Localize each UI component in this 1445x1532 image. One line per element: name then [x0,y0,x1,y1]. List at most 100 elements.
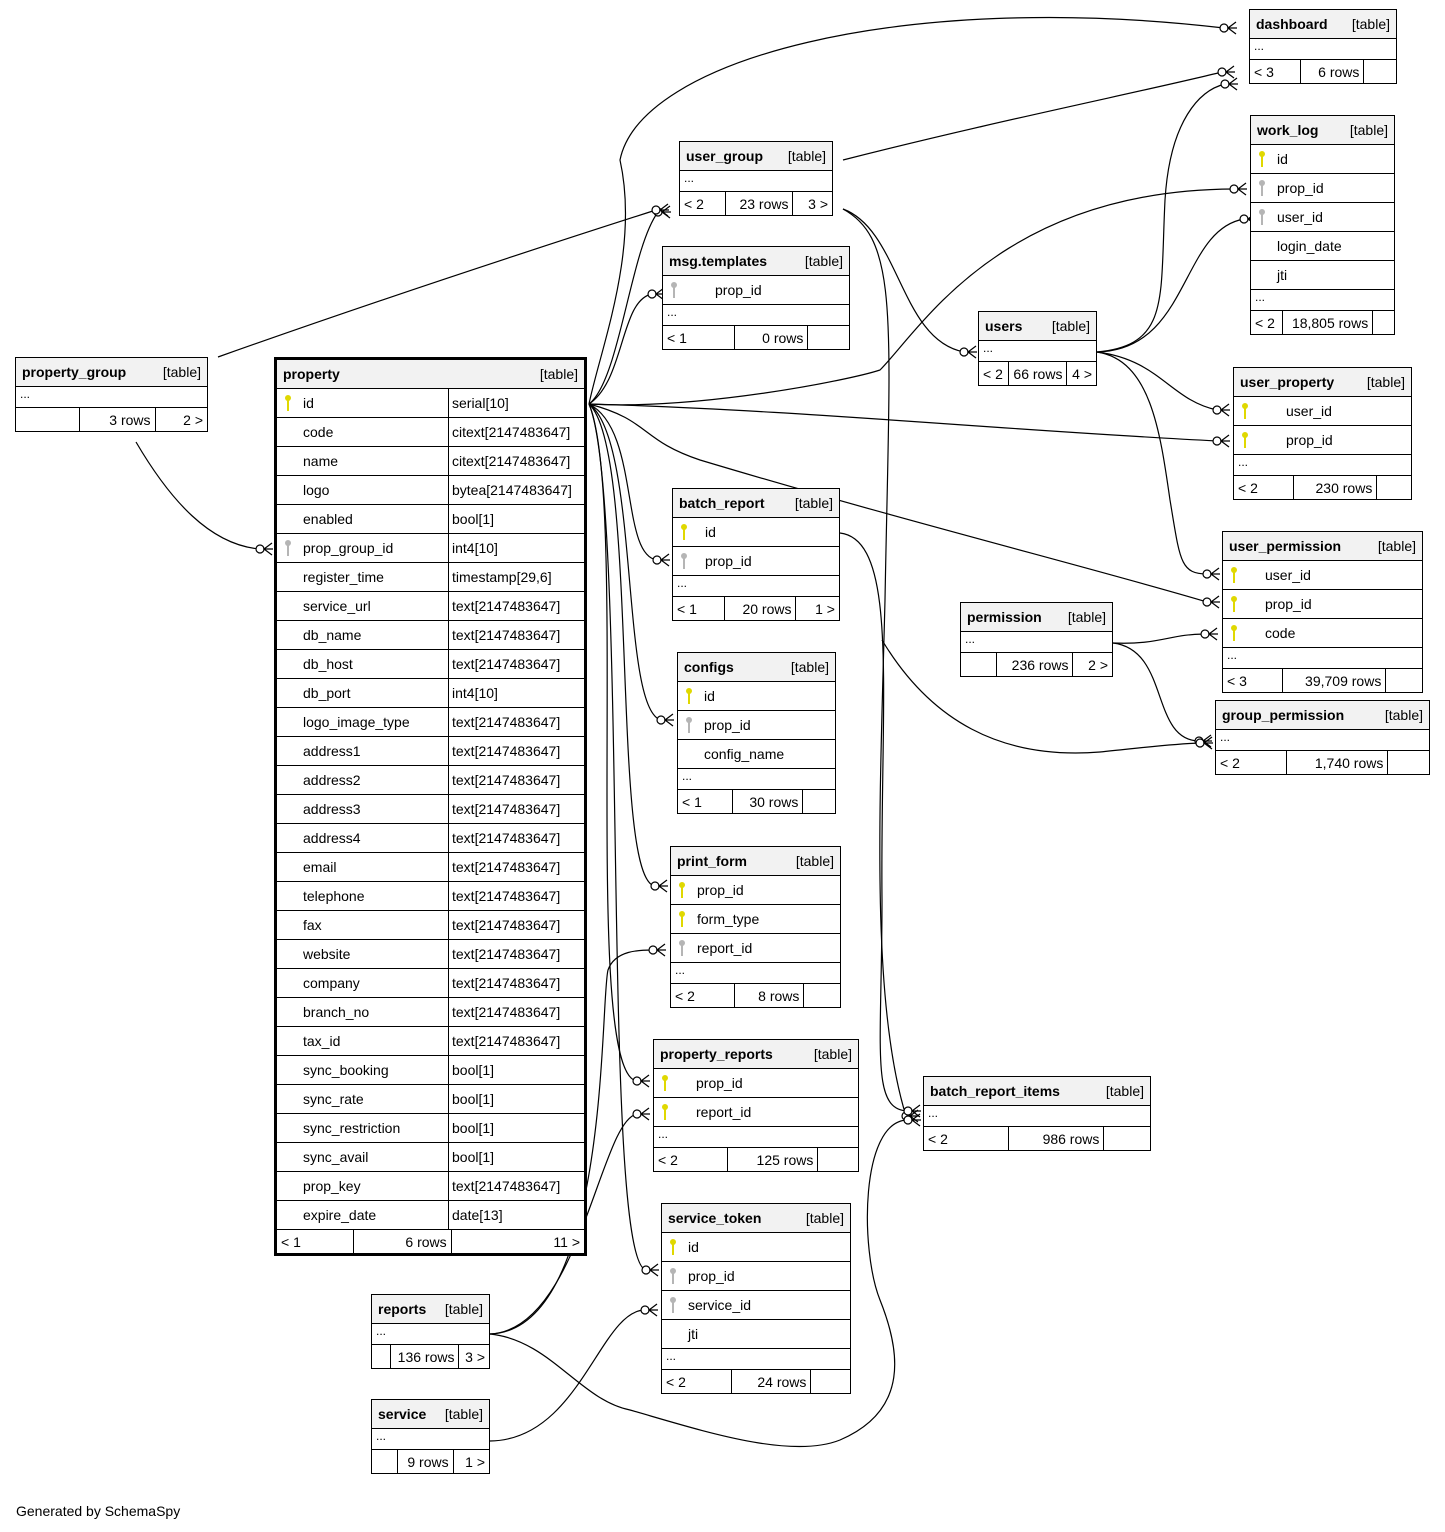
child-count[interactable] [1104,1127,1150,1150]
column-row[interactable]: user_id [1251,203,1394,232]
column-row[interactable]: code [1223,619,1422,648]
column-row[interactable]: id [662,1233,850,1262]
table-name[interactable]: users [985,318,1023,334]
table-name[interactable]: permission [967,609,1042,625]
child-count[interactable]: 11 > [553,1233,580,1250]
column-row[interactable]: report_id [654,1098,858,1127]
parent-count[interactable]: < 1 [678,790,734,813]
column-row[interactable]: prop_id [654,1069,858,1098]
parent-count[interactable]: < 2 [654,1148,729,1171]
parent-count[interactable]: < 1 [673,597,726,620]
parent-count[interactable]: < 2 [924,1127,1010,1150]
column-row[interactable]: prop_id [1223,590,1422,619]
parent-count[interactable]: < 3 [1223,669,1284,692]
table-name[interactable]: work_log [1257,122,1319,138]
column-row[interactable]: prop_id [671,876,840,905]
child-count[interactable] [1386,669,1422,692]
child-count[interactable] [811,1370,850,1393]
column-row[interactable]: prop_id [678,711,835,740]
parent-count[interactable] [16,408,81,431]
parent-count[interactable]: < 2 [1251,311,1283,334]
table-name[interactable]: user_group [686,148,764,164]
parent-count[interactable]: < 1 [277,1230,354,1253]
column-row[interactable]: config_name [678,740,835,769]
parent-count[interactable]: < 1 [663,326,736,349]
child-count[interactable] [1364,60,1396,83]
column-row[interactable]: login_date [1251,232,1394,261]
table-name[interactable]: property [283,366,340,382]
column-row[interactable]: report_id [671,934,840,963]
column-row[interactable]: id [678,682,835,711]
column-row[interactable]: jti [1251,261,1394,290]
parent-count[interactable]: < 3 [1250,60,1302,83]
table-name[interactable]: batch_report [679,495,765,511]
parent-count[interactable]: < 2 [662,1370,733,1393]
table-name[interactable]: reports [378,1301,427,1317]
table-name[interactable]: dashboard [1256,16,1328,32]
table-name[interactable]: user_permission [1229,538,1342,554]
column-row[interactable]: user_id [1223,561,1422,590]
column-row[interactable]: prop_id [1251,174,1394,203]
parent-count[interactable]: < 2 [1234,476,1295,499]
child-count[interactable] [804,984,840,1007]
table-name[interactable]: msg.templates [669,253,768,269]
child-count[interactable] [1373,311,1394,334]
column-row[interactable]: form_type [671,905,840,934]
child-count[interactable]: 4 > [1072,365,1092,382]
child-count[interactable] [1388,751,1429,774]
column-row[interactable]: prop_id [662,1262,850,1291]
parent-count[interactable]: < 2 [1216,751,1288,774]
column-row[interactable]: user_id [1234,397,1411,426]
child-count[interactable] [803,790,835,813]
table-name[interactable]: print_form [677,853,747,869]
table-name[interactable]: service_token [668,1210,762,1226]
column-row[interactable]: service_id [662,1291,850,1320]
child-count[interactable]: 3 > [465,1348,485,1365]
table-name[interactable]: batch_report_items [930,1083,1060,1099]
parent-count[interactable]: < 2 [680,192,727,215]
parent-count[interactable] [961,653,997,676]
table-name[interactable]: property_group [22,364,127,380]
table-name[interactable]: configs [684,659,734,675]
parent-count[interactable] [372,1450,398,1473]
child-count[interactable]: 2 > [183,411,203,428]
